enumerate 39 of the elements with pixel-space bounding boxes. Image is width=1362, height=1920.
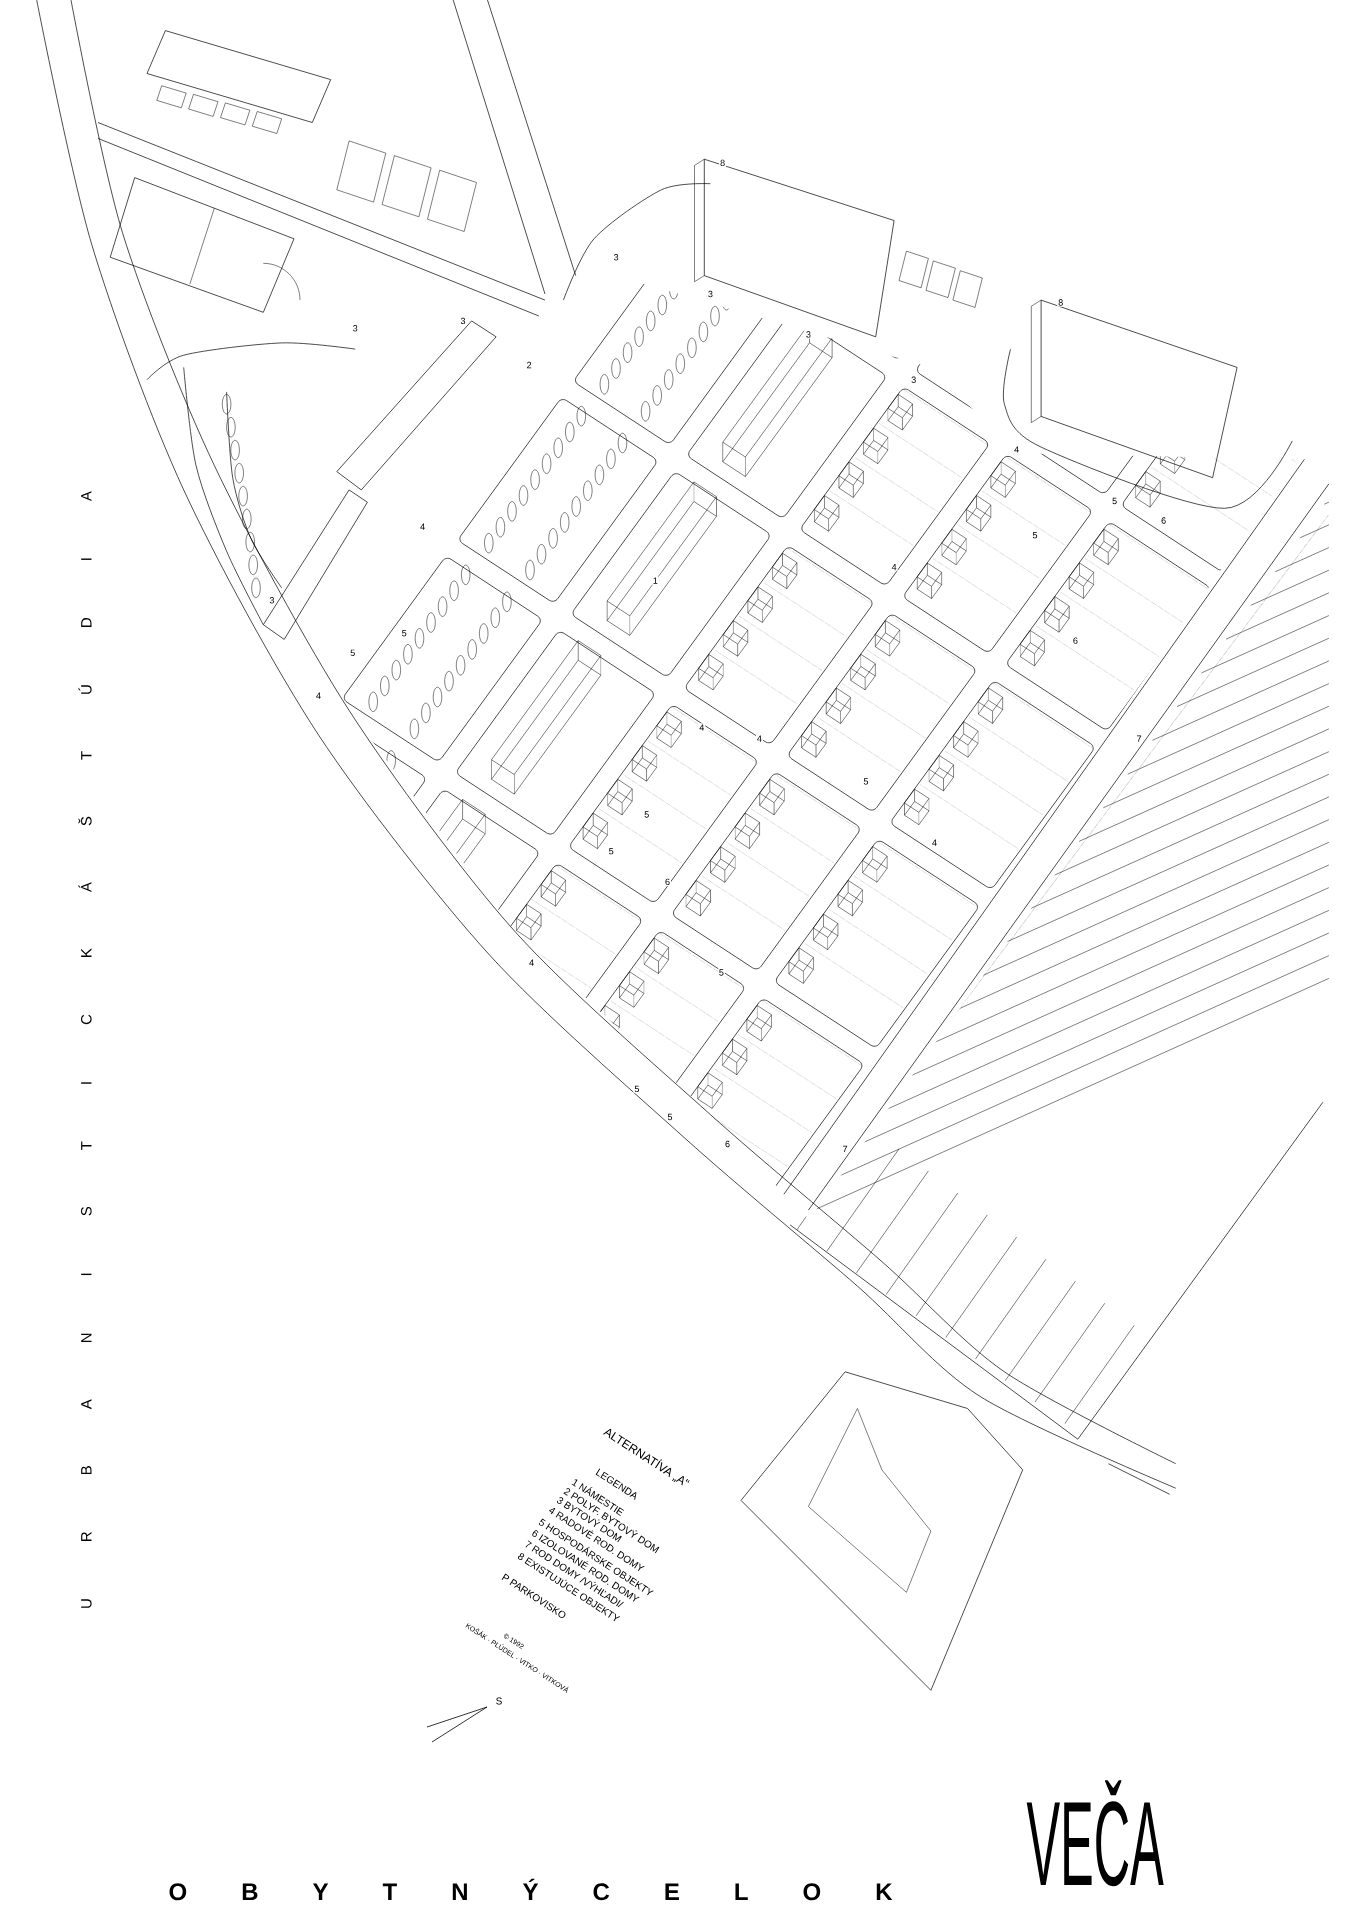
callout-number: 4 [528,958,536,967]
callout-number: 5 [607,847,615,856]
callout-number: 1 [651,576,659,585]
callout-number: 5 [1031,531,1039,540]
callout-number: 4 [931,838,938,847]
callout-number: 4 [698,723,706,732]
north-label: S [496,1697,502,1705]
callout-number: 5 [717,968,725,977]
callout-number: 6 [1071,636,1079,645]
callout-number: 3 [804,330,812,339]
callout-number: 4 [890,563,898,572]
callout-number: 6 [1160,516,1168,525]
callout-number: 3 [351,324,359,333]
callout-number: 4 [315,691,322,700]
callout-number: 5 [400,629,408,638]
handwritten-title: VEČA [1026,1780,1164,1887]
callout-number: 5 [862,777,870,786]
callout-number: 8 [719,158,727,168]
side-title: U R B A N I S T I C K Á Š T Ú D I A [78,491,92,1608]
callout-number: 3 [268,596,276,605]
callout-number: 3 [910,375,918,384]
callout-number: 3 [459,316,467,326]
callout-number: 6 [664,877,671,887]
callout-number: 5 [666,1112,674,1122]
title: O B Y T N Ý C E L O K [169,1878,893,1901]
callout-number: 4 [755,734,763,743]
callout-number: 4 [419,522,427,531]
callout-number: 3 [612,253,620,262]
callout-number: 7 [1135,734,1143,743]
callout-number: 5 [349,648,357,657]
callout-number: 8 [1057,298,1065,307]
callout-number: 4 [1013,445,1021,454]
callout-number: 6 [724,1139,731,1149]
callout-number: 3 [706,289,714,299]
callout-number: 7 [841,1144,849,1153]
callout-number: 2 [525,360,533,370]
callout-number: 5 [643,810,651,819]
callout-number: 5 [1111,496,1119,506]
callout-number: 5 [633,1084,641,1094]
